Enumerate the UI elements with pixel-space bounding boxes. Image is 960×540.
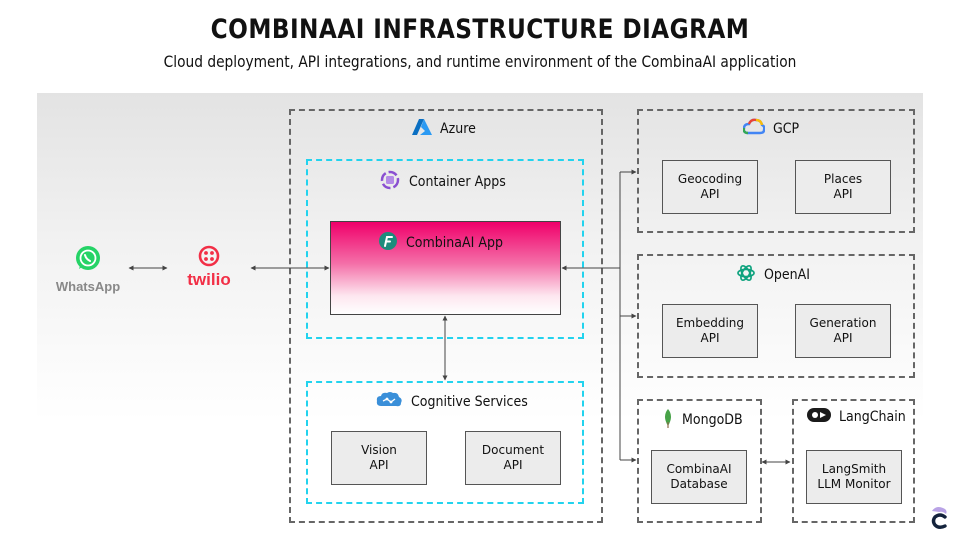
embedding-api-line1: Embedding (675, 316, 745, 330)
combinaai-database-line1: CombinaAI (666, 462, 732, 476)
vision-api-line1: Vision (361, 443, 397, 457)
embedding-api-line2: API (700, 331, 720, 345)
combinaai-corner-logo-icon (926, 505, 950, 531)
mongodb-group-label: MongoDB (662, 408, 749, 432)
openai-group (637, 254, 915, 378)
diagram-title: COMBINAAI INFRASTRUCTURE DIAGRAM (210, 14, 750, 45)
generation-api-line2: API (833, 331, 853, 345)
container-apps-icon (379, 169, 401, 195)
combinaai-app-box (330, 221, 561, 315)
azure-label: Azure (440, 121, 476, 137)
generation-api-box: Generation API (795, 304, 891, 358)
cognitive-services-label: Cognitive Services (375, 390, 541, 414)
langchain-parrot-icon (807, 408, 831, 426)
langsmith-line2: LLM Monitor (817, 477, 891, 491)
combinaai-database-box: CombinaAI Database (651, 450, 747, 504)
twilio-label: twilio (187, 270, 231, 289)
embedding-api-box: Embedding API (662, 304, 758, 358)
cognitive-services-text: Cognitive Services (411, 394, 528, 410)
twilio-node: twilio (178, 245, 240, 293)
whatsapp-node: WhatsApp (52, 245, 124, 297)
container-apps-label: Container Apps (379, 169, 517, 195)
whatsapp-label: WhatsApp (55, 279, 121, 294)
gcp-group-label: GCP (742, 118, 802, 140)
whatsapp-icon (75, 245, 101, 271)
cognitive-brain-icon (375, 390, 403, 414)
geocoding-api-box: Geocoding API (662, 160, 758, 214)
places-api-line1: Places (823, 172, 863, 186)
langsmith-box: LangSmith LLM Monitor (806, 450, 902, 504)
twilio-icon (198, 245, 220, 267)
mongodb-label: MongoDB (682, 412, 743, 428)
cognitive-services-group (306, 381, 584, 504)
gcp-label: GCP (773, 121, 800, 137)
mongodb-leaf-icon (662, 408, 674, 432)
places-api-line2: API (833, 187, 853, 201)
places-api-box: Places API (795, 160, 891, 214)
document-api-line1: Document (481, 443, 545, 457)
diagram-subtitle: Cloud deployment, API integrations, and … (163, 52, 797, 71)
langchain-label: LangChain (839, 409, 906, 425)
document-api-line2: API (503, 458, 523, 472)
openai-label: OpenAI (764, 267, 810, 283)
generation-api-line1: Generation (809, 316, 877, 330)
combinaai-app-label: CombinaAI App (378, 231, 514, 255)
langchain-group (792, 399, 915, 523)
gcp-group (637, 109, 915, 233)
vision-api-box: Vision API (331, 431, 427, 485)
combinaai-app-text: CombinaAI App (406, 235, 503, 251)
langsmith-line1: LangSmith (821, 462, 887, 476)
document-api-box: Document API (465, 431, 561, 485)
openai-logo-icon (736, 263, 756, 287)
langchain-group-label: LangChain (807, 408, 913, 426)
vision-api-line2: API (369, 458, 389, 472)
google-cloud-icon (742, 118, 766, 140)
function-app-icon (378, 231, 398, 255)
azure-logo-icon (412, 118, 432, 140)
mongodb-group (637, 399, 762, 523)
azure-group-label: Azure (412, 118, 480, 140)
geocoding-api-line1: Geocoding (677, 172, 743, 186)
openai-group-label: OpenAI (736, 263, 815, 287)
combinaai-database-line2: Database (670, 477, 728, 491)
container-apps-text: Container Apps (409, 174, 506, 190)
geocoding-api-line2: API (700, 187, 720, 201)
azure-group (289, 109, 603, 523)
